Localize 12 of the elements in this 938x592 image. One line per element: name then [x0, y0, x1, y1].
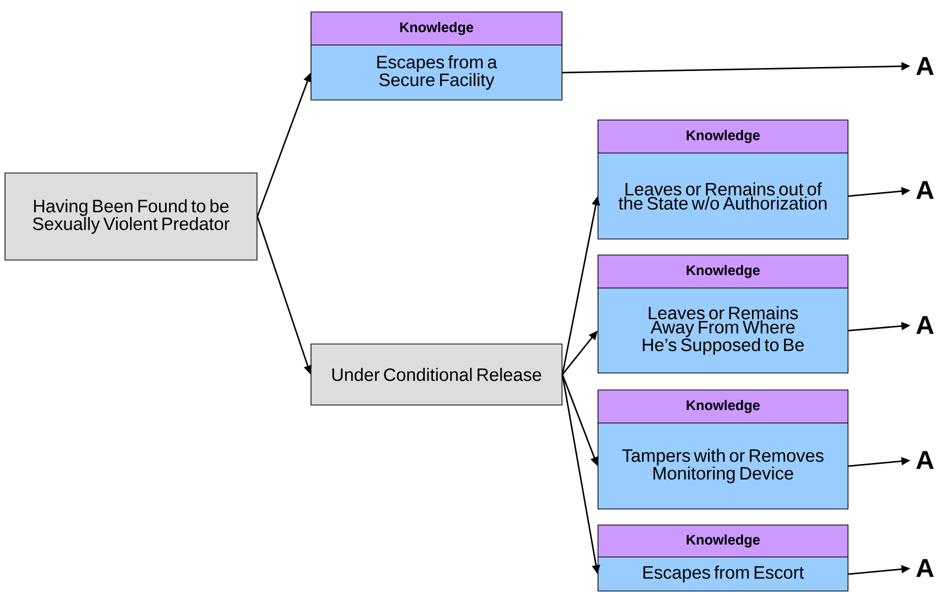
- knowledge-box: Knowledge Leaves or Remains out of the State w/o Authorization: [598, 120, 848, 240]
- process-box: Under Conditional Release: [310, 344, 562, 406]
- knowledge-box: Knowledge Escapes from Escort: [598, 524, 848, 592]
- outcome-letter: A: [916, 57, 934, 75]
- outcome-letter: A: [916, 559, 934, 577]
- outcome-letter: A: [916, 181, 934, 199]
- knowledge-box: Knowledge Leaves or Remains Away From Where He’s Supposed to Be: [598, 254, 848, 374]
- knowledge-box: Knowledge Tampers with or Removes Monitoring Device: [598, 390, 848, 510]
- knowledge-box: Knowledge Escapes from a Secure Facility: [310, 12, 562, 100]
- outcome-letter: A: [916, 316, 934, 334]
- outcome-letter: A: [916, 451, 934, 469]
- process-box: Having Been Found to be Sexually Violent Predator: [4, 172, 258, 260]
